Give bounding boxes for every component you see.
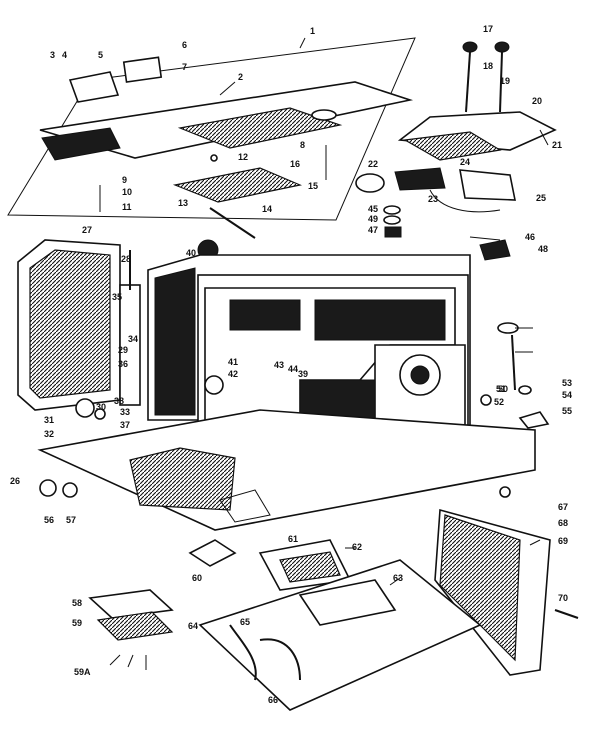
callout-67: 67 [558,502,568,512]
callout-61: 61 [288,534,298,544]
callout-59: 59 [72,618,82,628]
callout-37: 37 [120,420,130,430]
machine-body-casting [147,254,471,466]
callout-63: 63 [393,573,403,583]
callout-8a: 8 [300,140,305,150]
callout-24a: 24 [460,157,470,167]
callout-21: 21 [552,140,562,150]
callout-52: 52 [494,397,504,407]
callout-58a: 58 [72,598,82,608]
callout-51: 51 [496,384,506,394]
callout-62: 62 [352,542,362,552]
callout-11: 11 [122,202,132,212]
callout-39: 39 [298,369,308,379]
callout-60: 60 [192,573,202,583]
callout-65: 65 [240,617,250,627]
callout-20: 20 [532,96,542,106]
callout-55: 55 [562,406,572,416]
callout-42: 42 [228,369,238,379]
callout-13: 13 [178,198,188,208]
callout-49: 49 [368,214,378,224]
callout-29: 29 [118,345,128,355]
callout-44: 44 [288,364,298,374]
leader-lines [219,37,549,586]
callout-68: 68 [558,518,568,528]
callout-12: 12 [238,152,248,162]
callout-15: 15 [308,181,318,191]
callout-14: 14 [262,204,272,214]
callout-48: 48 [538,244,548,254]
callout-47: 47 [368,225,378,235]
callout-23: 23 [428,194,438,204]
base-plate [37,409,536,531]
callout-26: 26 [10,476,20,486]
lower-plates [88,539,482,711]
callout-31: 31 [44,415,54,425]
callout-41: 41 [228,357,238,367]
callout-19a: 19 [500,76,510,86]
callout-5a: 5 [98,50,103,60]
top-cover-assembly [7,37,416,239]
small-hardware-parts [197,205,511,261]
callout-57: 57 [66,515,76,525]
callout-10: 10 [122,187,132,197]
callout-38: 38 [114,396,124,406]
callout-22: 22 [368,159,378,169]
callout-3a: 3 [50,50,55,60]
callout-56: 56 [44,515,54,525]
callout-2: 2 [238,72,243,82]
callout-6a: 6 [182,40,187,50]
callout-4a: 4 [62,50,67,60]
callout-27: 27 [82,225,92,235]
callout-66: 66 [268,695,278,705]
callout-69: 69 [558,536,568,546]
callout-30: 30 [96,402,106,412]
callout-45: 45 [368,204,378,214]
callout-25: 25 [536,193,546,203]
callout-36: 36 [118,359,128,369]
callout-64: 64 [188,621,198,631]
callout-54: 54 [562,390,572,400]
callout-53: 53 [562,378,572,388]
callout-28: 28 [121,254,131,264]
left-side-panel [17,239,141,420]
callout-17a: 17 [483,24,493,34]
callout-32: 32 [44,429,54,439]
callout-34: 34 [128,334,138,344]
right-side-parts [480,322,550,498]
upper-right-assembly [355,41,557,213]
callout-labels: 1 2 3 4 5 6 7 8 9 10 11 12 13 14 15 16 1… [10,24,572,705]
callout-1: 1 [310,26,315,36]
callout-70: 70 [558,593,568,603]
callout-40: 40 [186,248,196,258]
callout-59A: 59A [74,667,91,677]
callout-35: 35 [112,292,122,302]
callout-50: 50 [498,384,508,394]
callout-16: 16 [290,159,300,169]
callout-18a: 18 [483,61,493,71]
rear-cover [434,508,579,676]
callout-43: 43 [274,360,284,370]
callout-7: 7 [182,62,187,72]
callout-46: 46 [525,232,535,242]
callout-9: 9 [122,175,127,185]
callout-33: 33 [120,407,130,417]
